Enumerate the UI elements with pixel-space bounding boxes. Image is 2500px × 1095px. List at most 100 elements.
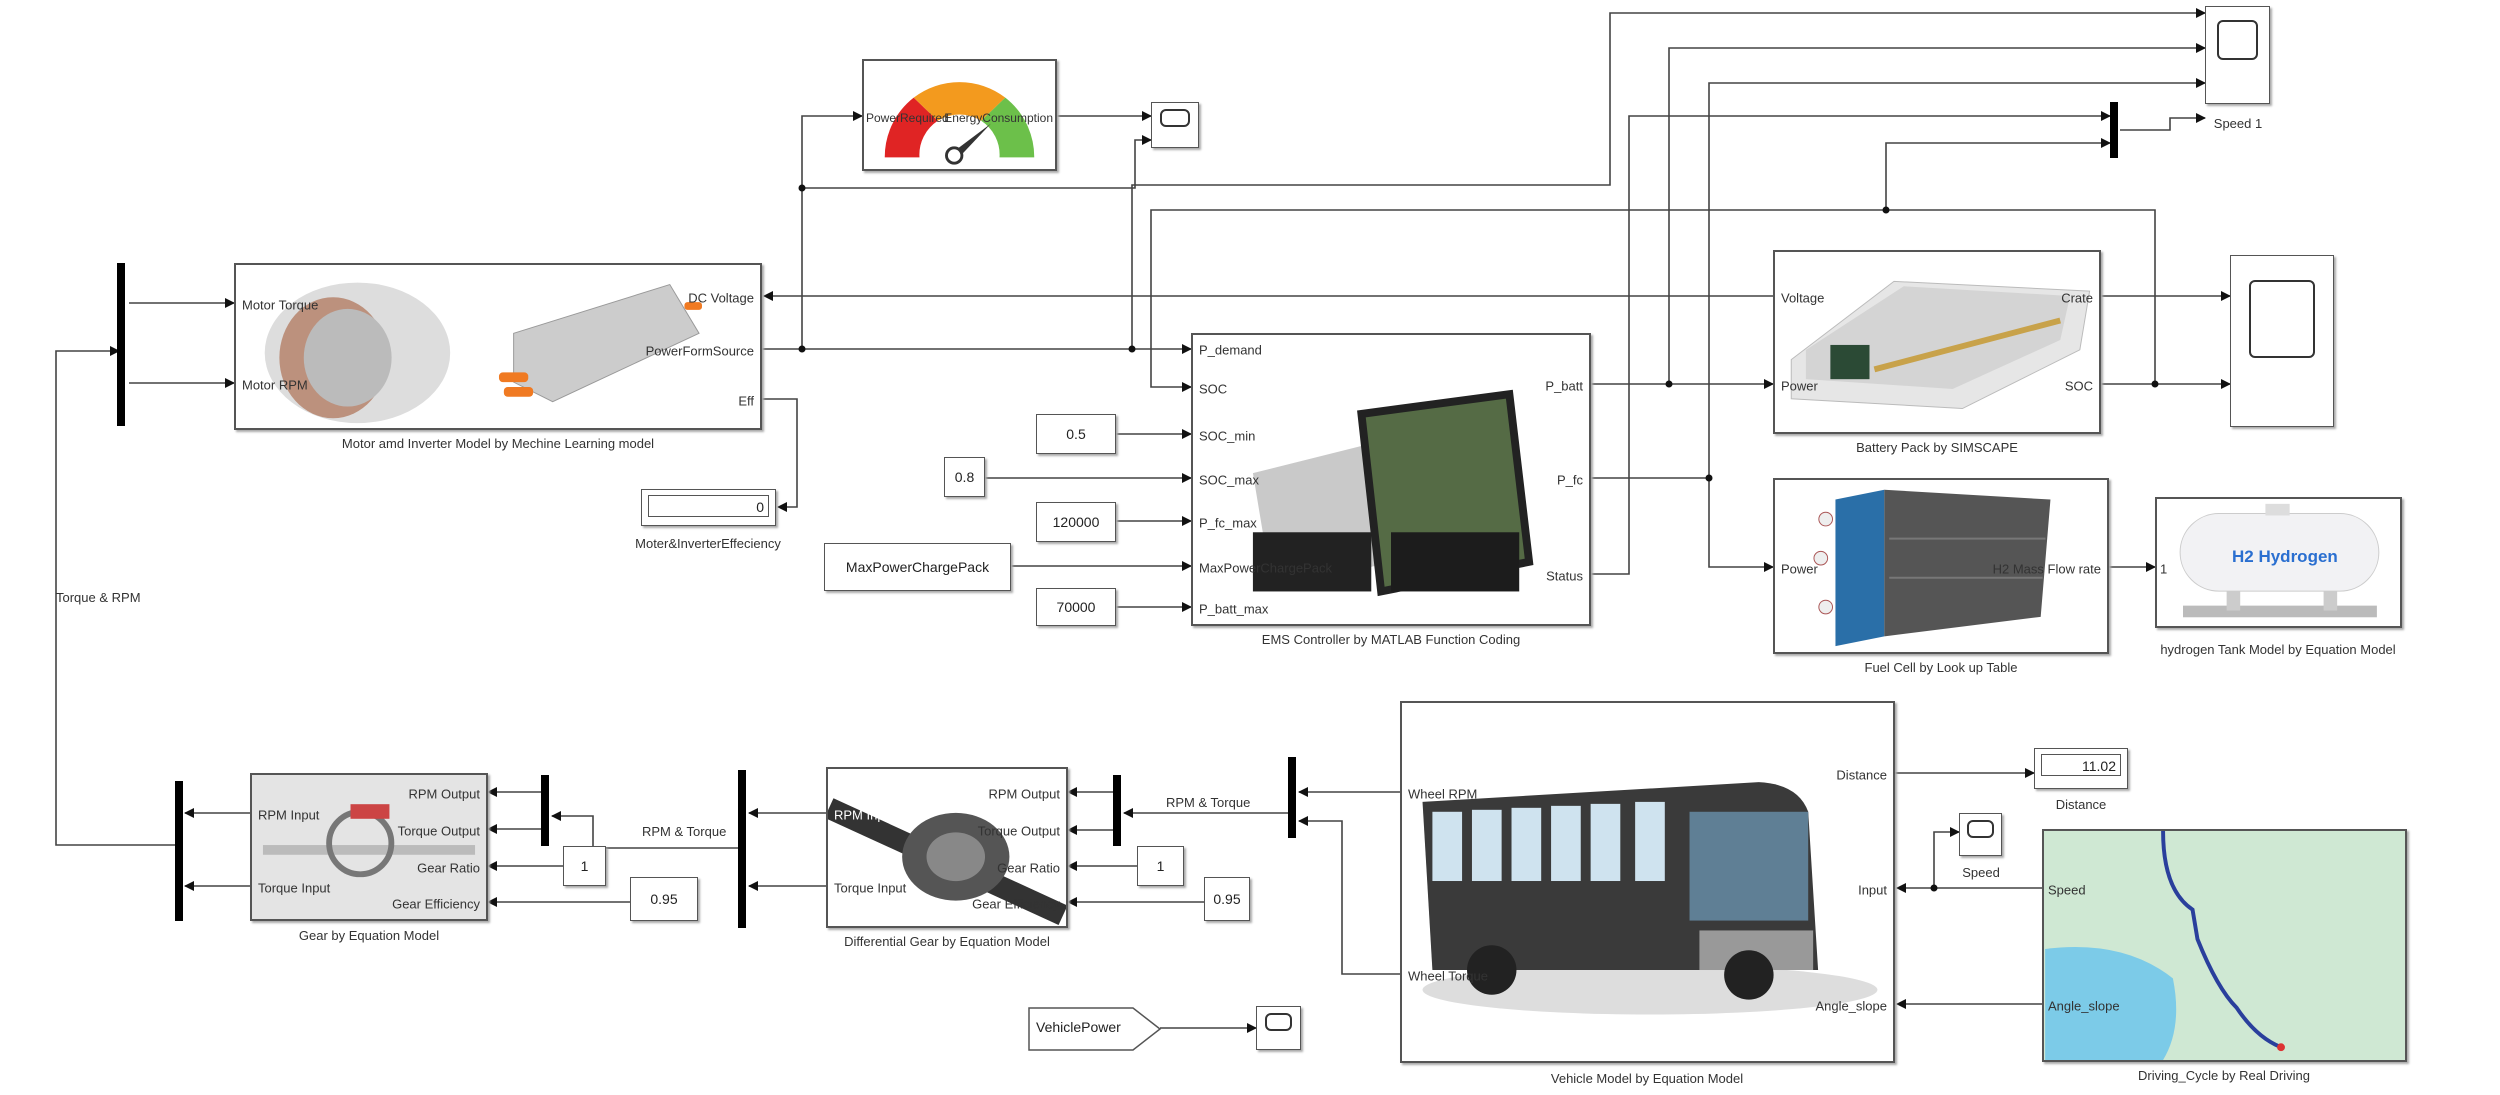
port-max-power-charge-pack: MaxPowerChargePack	[1199, 560, 1332, 576]
ecu-image	[1252, 389, 1534, 597]
scope-battery[interactable]	[2230, 255, 2334, 427]
port-diff-torque-input: Torque Input	[834, 880, 907, 896]
wire-eff	[762, 398, 798, 512]
port-energy-consumption: EnergyConsumption	[944, 111, 1053, 125]
ems-caption: EMS Controller by MATLAB Function Coding	[1261, 632, 1521, 647]
port-p-batt-max: P_batt_max	[1199, 601, 1269, 617]
mux-gear-right[interactable]	[541, 775, 549, 846]
distance-display[interactable]: 11.02	[2034, 748, 2128, 789]
port-p-fc: P_fc	[1556, 472, 1583, 488]
wire-scope-2	[802, 135, 1152, 189]
signal-label-torque-rpm: Torque & RPM	[56, 590, 141, 605]
port-voltage: Voltage	[1781, 290, 1825, 306]
battery-image	[1790, 280, 2091, 410]
efficiency-display[interactable]: 0	[641, 489, 776, 526]
ems-controller-block[interactable]: P_demand SOC SOC_min SOC_max P_fc_max Ma…	[1191, 333, 1591, 626]
efficiency-caption: Moter&InverterEffeciency	[635, 536, 781, 551]
wire-soc-mux	[1885, 138, 2111, 210]
gauge-icon	[884, 82, 1035, 165]
port-gear-efficiency: Gear Efficiency	[392, 896, 480, 912]
hydrogen-tank-block[interactable]: 1 H2 Hydrogen	[2155, 497, 2402, 628]
gear-block[interactable]: RPM Input Torque Input RPM Output Torque…	[250, 773, 488, 921]
port-gear-ratio: Gear Ratio	[417, 860, 480, 876]
port-cycle-speed: Speed	[2048, 882, 2086, 898]
scope-gauge[interactable]	[1151, 102, 1199, 148]
constant-max-power-charge[interactable]: MaxPowerChargePack	[824, 543, 1011, 591]
constant-gear-ratio[interactable]: 1	[563, 846, 606, 886]
signal-label-rpm-torque: RPM & Torque	[642, 824, 727, 839]
motor-caption: Motor amd Inverter Model by Mechine Lear…	[341, 436, 655, 451]
goto-label: VehiclePower	[1036, 1019, 1121, 1035]
gearbox-image	[262, 804, 476, 878]
port-wheel-torque: Wheel Torque	[1408, 968, 1488, 984]
wire-soc-feedback	[1150, 209, 2156, 392]
battery-caption: Battery Pack by SIMSCAPE	[1856, 440, 2018, 455]
port-crate: Crate	[2061, 290, 2093, 306]
driving-cycle-block[interactable]: Speed Angle_slope	[2042, 829, 2407, 1062]
wire-status	[1591, 111, 2111, 575]
wire-torque-rpm	[55, 346, 177, 846]
port-tank-in: 1	[2160, 561, 2168, 577]
mux-diff-right[interactable]	[1113, 775, 1121, 846]
port-motor-rpm: Motor RPM	[242, 377, 308, 393]
goto-vehicle-power[interactable]	[1028, 1007, 1162, 1051]
distance-caption: Distance	[2055, 797, 2107, 812]
port-diff-rpm-output: RPM Output	[988, 786, 1060, 802]
port-vehicle-input: Input	[1858, 882, 1887, 898]
constant-soc-min[interactable]: 0.5	[1036, 414, 1116, 454]
mux-diff-left[interactable]	[738, 770, 746, 928]
signal-label-rpm-torque: RPM & Torque	[1166, 795, 1251, 810]
port-gear-rpm-output: RPM Output	[408, 786, 480, 802]
constant-gear-eff[interactable]: 0.95	[630, 877, 698, 921]
hydrogen-tank-image	[2179, 503, 2380, 618]
port-soc-out: SOC	[2064, 378, 2093, 394]
efficiency-value: 0	[648, 495, 769, 517]
route-map-image	[2045, 831, 2285, 1060]
scope-speed1[interactable]	[2205, 6, 2270, 104]
hydrogen-tank-caption: hydrogen Tank Model by Equation Model	[2160, 642, 2396, 657]
gear-caption: Gear by Equation Model	[298, 928, 440, 943]
mux-motor-input[interactable]	[117, 263, 125, 426]
port-diff-ratio: Gear Ratio	[997, 860, 1060, 876]
port-diff-efficiency: Gear Efficiency	[972, 896, 1060, 912]
port-cycle-angle-slope: Angle_slope	[2048, 998, 2120, 1014]
scope-vehicle-power[interactable]	[1256, 1006, 1301, 1050]
port-status: Status	[1546, 568, 1583, 584]
port-fc-power: Power	[1781, 561, 1818, 577]
port-power-from-source: PowerFormSource	[645, 343, 754, 359]
vehicle-caption: Vehicle Model by Equation Model	[1550, 1071, 1744, 1086]
energy-gauge-block[interactable]: PowerRequired EnergyConsumption	[862, 59, 1057, 171]
port-diff-torque-output: Torque Output	[977, 823, 1060, 839]
port-eff: Eff	[738, 393, 754, 409]
differential-gear-block[interactable]: RPM Input Torque Input RPM Output Torque…	[826, 767, 1068, 928]
differential-image	[828, 798, 1066, 926]
port-power: Power	[1781, 378, 1818, 394]
port-motor-torque: Motor Torque	[242, 297, 319, 313]
scope-speed[interactable]	[1959, 813, 2002, 856]
differential-caption: Differential Gear by Equation Model	[844, 934, 1050, 949]
port-h2-mass-flow: H2 Mass Flow rate	[1992, 561, 2101, 577]
port-gear-rpm-input: RPM Input	[258, 807, 320, 823]
fuel-cell-image	[1813, 489, 2051, 647]
motor-inverter-image	[264, 282, 702, 424]
port-soc-max: SOC_max	[1199, 472, 1259, 488]
mux-speed1[interactable]	[2110, 102, 2118, 158]
port-p-demand: P_demand	[1199, 342, 1262, 358]
constant-p-batt-max[interactable]: 70000	[1036, 588, 1116, 626]
mux-gear-left[interactable]	[175, 781, 183, 921]
port-p-fc-max: P_fc_max	[1199, 515, 1257, 531]
constant-soc-max[interactable]: 0.8	[944, 457, 985, 497]
fuel-cell-block[interactable]: Power H2 Mass Flow rate	[1773, 478, 2109, 654]
battery-pack-block[interactable]: Voltage Power Crate SOC	[1773, 250, 2101, 434]
driving-cycle-caption: Driving_Cycle by Real Driving	[2138, 1068, 2310, 1083]
mux-vehicle[interactable]	[1288, 757, 1296, 838]
speed-caption: Speed	[1962, 865, 2000, 880]
constant-diff-eff[interactable]: 0.95	[1204, 877, 1250, 921]
motor-inverter-block[interactable]: Motor Torque Motor RPM DC Voltage PowerF…	[234, 263, 762, 430]
constant-p-fc-max[interactable]: 120000	[1036, 502, 1116, 542]
constant-diff-ratio[interactable]: 1	[1137, 846, 1184, 886]
vehicle-model-block[interactable]: Wheel RPM Wheel Torque Distance Input An…	[1400, 701, 1895, 1063]
port-gear-torque-output: Torque Output	[397, 823, 480, 839]
distance-value: 11.02	[2041, 754, 2121, 776]
port-distance: Distance	[1836, 767, 1887, 783]
